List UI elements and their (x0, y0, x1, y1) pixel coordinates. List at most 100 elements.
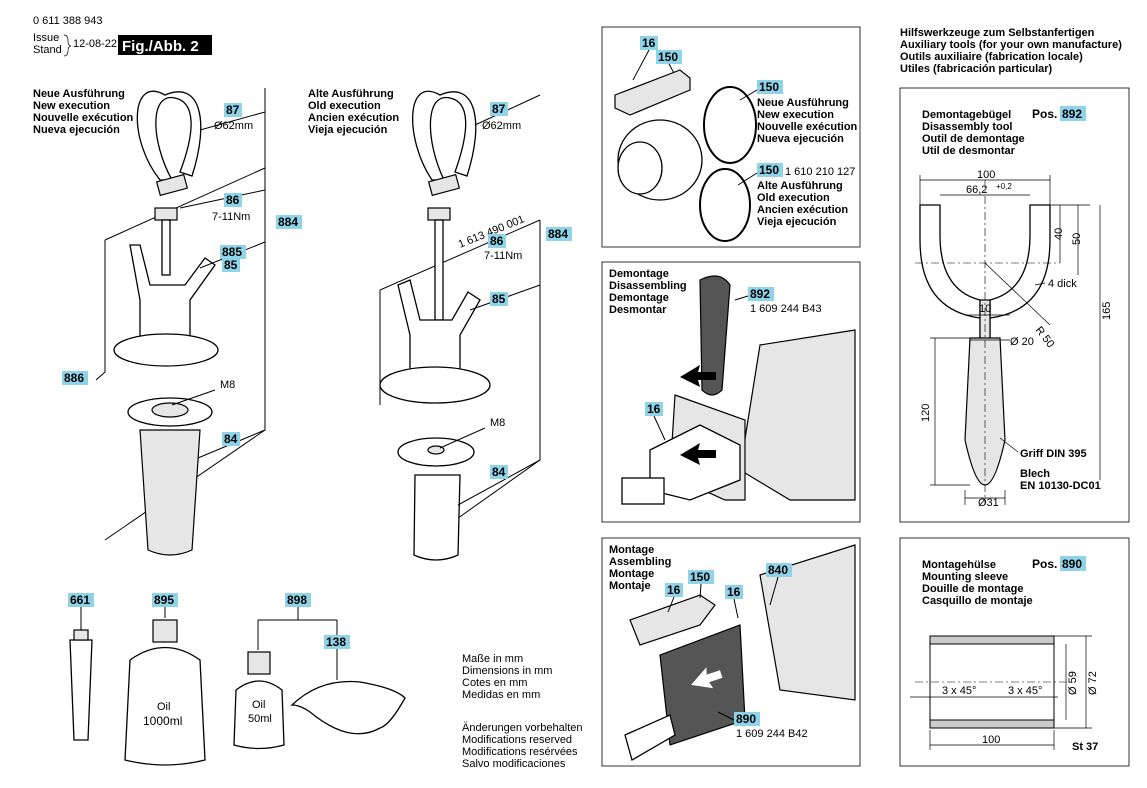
blech-line-2: EN 10130-DC01 (1020, 480, 1101, 492)
new-execution-group: Neue Ausführung New execution Nouvelle e… (33, 88, 302, 556)
aux-line-2: Auxiliary tools (for your own manufactur… (900, 39, 1122, 51)
callout-150-new: 150 (757, 80, 783, 94)
dim-length: 100 (982, 734, 1000, 746)
ring-old-line-1: Alte Ausführung (757, 180, 843, 192)
leader (199, 111, 266, 131)
new-exec-line-2: New execution (33, 100, 110, 112)
oil-bottle-large (124, 647, 206, 766)
grease-tube (69, 639, 93, 741)
oil-small-volume: 50ml (248, 713, 272, 725)
ring-old-line-3: Ancien exécution (757, 204, 848, 216)
svg-text:85: 85 (224, 258, 238, 272)
handle-body (397, 279, 481, 381)
blech-line-1: Blech (1020, 468, 1050, 480)
svg-text:884: 884 (548, 227, 568, 241)
tool-892-line-4: Util de desmontar (922, 145, 1016, 157)
chuck-tip (621, 477, 665, 505)
tool-890-line-1: Montagehülse (922, 559, 996, 571)
new-exec-line-3: Nouvelle exécution (33, 112, 134, 124)
callout-16: 16 (665, 583, 683, 597)
callout-895: 895 (152, 593, 178, 607)
svg-text:16: 16 (642, 36, 656, 50)
frame-line (379, 219, 541, 291)
ring-new (703, 86, 757, 164)
svg-text:890: 890 (736, 712, 756, 726)
ring-panel: 16 150 150 Neue Ausführung New execution… (601, 26, 861, 248)
callout-87: 87 (224, 103, 242, 117)
ring-new-line-2: New execution (757, 109, 834, 121)
material-spec: St 37 (1072, 741, 1098, 753)
callout-840: 840 (766, 563, 792, 577)
ring-new-line-4: Nueva ejecución (757, 133, 844, 145)
disassembly-line-1: Demontage (609, 268, 669, 280)
leader (733, 598, 739, 619)
old-exec-line-4: Vieja ejecución (308, 124, 388, 136)
strap-part (136, 90, 202, 181)
leader (439, 427, 486, 449)
callout-892: 892 (748, 287, 774, 301)
issue-label: Issue (33, 32, 59, 44)
torque-value: 7-11Nm (212, 211, 250, 223)
strap-part (412, 90, 477, 181)
chisel (624, 714, 676, 761)
hammer-body (759, 544, 856, 701)
tool-890-panel: Montagehülse Mounting sleeve Douille de … (899, 537, 1130, 767)
svg-text:150: 150 (658, 50, 678, 64)
strap-clamp (427, 173, 461, 197)
dim-165: 165 (1101, 302, 1113, 320)
figure-label-box (118, 35, 212, 55)
pos-label: Pos. (1032, 557, 1057, 571)
dim-line (984, 262, 1051, 326)
sleeve-wall-top (929, 635, 1055, 645)
leader (737, 172, 758, 186)
dim-10: 10 (979, 303, 991, 315)
old-exec-line-2: Old execution (308, 100, 381, 112)
grip-part (413, 474, 461, 561)
chamfer-right: 3 x 45° (1008, 685, 1042, 697)
callout-885: 885 (220, 245, 246, 259)
bottle-cap (152, 619, 178, 643)
ring-new-line-3: Nouvelle exécution (757, 121, 858, 133)
tool-892-line-1: Demontagebügel (922, 109, 1011, 121)
svg-text:16: 16 (667, 583, 681, 597)
leader (667, 596, 675, 613)
leader (171, 389, 216, 406)
callout-84: 84 (222, 432, 240, 446)
assembly-line-3: Montage (609, 568, 654, 580)
dim-note-2: Dimensions in mm (462, 665, 552, 677)
svg-text:892: 892 (1062, 107, 1082, 121)
svg-text:892: 892 (750, 287, 770, 301)
bolt-head (154, 207, 178, 221)
dim-72: Ø 72 (1087, 671, 1099, 695)
dim-thickness: 4 dick (1048, 278, 1077, 290)
dim-line (929, 730, 1055, 750)
dim-66: 66,2 (966, 184, 987, 196)
bracket (257, 607, 338, 650)
callout-87: 87 (490, 102, 508, 116)
grip-part (139, 429, 201, 556)
pos-890-callout: 890 (1060, 556, 1086, 571)
svg-text:150: 150 (759, 80, 779, 94)
aux-tools-header: Hilfswerkzeuge zum Selbstanfertigen Auxi… (900, 27, 1122, 75)
dim-40: 40 (1053, 228, 1065, 240)
notes-group: Maße in mm Dimensions in mm Cotes en mm … (462, 653, 582, 770)
svg-text:85: 85 (492, 292, 506, 306)
mod-note-3: Modifications resérvées (462, 746, 578, 758)
dim-120: 120 (920, 404, 932, 422)
strap-diameter: Ø62mm (214, 120, 253, 132)
svg-text:16: 16 (647, 402, 661, 416)
svg-text:898: 898 (287, 593, 307, 607)
dim-100: 100 (977, 169, 995, 181)
disassembly-line-2: Disassembling (609, 280, 687, 292)
callout-150-old: 150 (757, 163, 783, 177)
dim-line (930, 337, 970, 486)
disassembly-panel: Demontage Disassembling Demontage Desmon… (601, 261, 861, 523)
callout-886: 886 (62, 371, 88, 385)
leader (717, 711, 735, 721)
ring-old (699, 168, 751, 242)
doc-number: 0 611 388 943 (33, 15, 103, 27)
leader (699, 583, 702, 599)
leader (769, 576, 779, 606)
leader (653, 415, 666, 441)
